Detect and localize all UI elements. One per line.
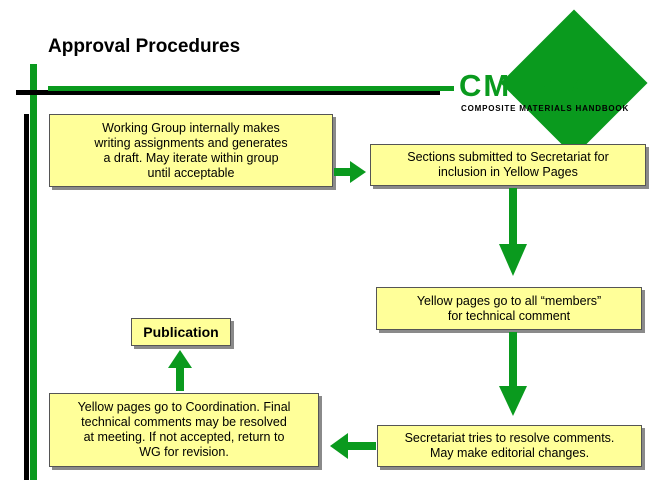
arrow-down-icon-2 [499, 332, 527, 416]
step-publication-text: Publication [143, 323, 219, 340]
step-yellow-pages-members-box: Yellow pages go to all “members” for tec… [376, 287, 642, 330]
step-coordination-text: Yellow pages go to Coordination. Final t… [77, 400, 291, 459]
black-vertical-bar [24, 114, 29, 480]
step-wg-draft-box: Working Group internally makes writing a… [49, 114, 333, 187]
step-publication-box: Publication [131, 318, 231, 346]
arrow-up-icon [168, 350, 192, 391]
green-vertical-bar [30, 64, 37, 480]
step-submit-secretariat-text: Sections submitted to Secretariat for in… [407, 150, 609, 179]
arrow-right-icon [334, 161, 366, 183]
step-coordination-box: Yellow pages go to Coordination. Final t… [49, 393, 319, 467]
step-secretariat-resolve-text: Secretariat tries to resolve comments. M… [404, 431, 615, 460]
black-horizontal-rule [16, 90, 440, 95]
green-horizontal-rule [48, 86, 454, 91]
logo-subtitle: COMPOSITE MATERIALS HANDBOOK [461, 104, 630, 113]
step-secretariat-resolve-box: Secretariat tries to resolve comments. M… [377, 425, 642, 467]
step-wg-draft-text: Working Group internally makes writing a… [94, 120, 288, 180]
arrow-left-icon [330, 433, 376, 459]
arrow-down-icon-1 [499, 188, 527, 276]
page-title: Approval Procedures [48, 36, 241, 57]
step-submit-secretariat-box: Sections submitted to Secretariat for in… [370, 144, 646, 186]
logo-main-text: CMH-17 [459, 68, 587, 103]
step-yellow-pages-members-text: Yellow pages go to all “members” for tec… [416, 293, 602, 323]
